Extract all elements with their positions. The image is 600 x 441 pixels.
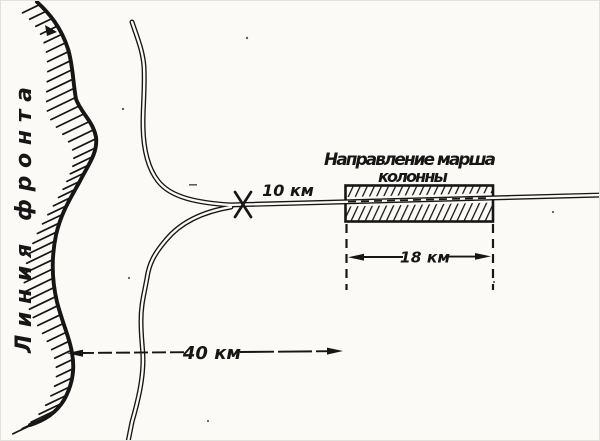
roads-casing bbox=[125, 19, 599, 440]
front-hatch-stroke bbox=[69, 164, 88, 175]
front-hatch-stroke bbox=[72, 156, 93, 168]
front-hatch-stroke bbox=[45, 78, 73, 93]
front-line-label: Линия фронта bbox=[12, 87, 37, 354]
front-hatch-stroke bbox=[28, 240, 55, 255]
front-hatch-stroke bbox=[55, 368, 73, 378]
front-hatch-stroke bbox=[24, 278, 53, 293]
front-hatch-stroke bbox=[46, 60, 71, 73]
print-speckles bbox=[121, 36, 555, 423]
front-hatch-stroke bbox=[38, 403, 61, 416]
column-axis-dashed-line bbox=[347, 197, 492, 203]
front-hatch-stroke bbox=[28, 296, 56, 311]
front-hatch-stroke bbox=[55, 113, 84, 128]
front-hatch-stroke bbox=[34, 18, 52, 28]
front-hatch-stroke bbox=[47, 205, 66, 216]
front-hatch-stroke bbox=[53, 377, 72, 388]
front-hatch-stroke bbox=[43, 34, 62, 44]
road-upper-center bbox=[130, 20, 233, 207]
front-hatch-stroke bbox=[41, 323, 63, 335]
front-hatch-stroke bbox=[50, 105, 79, 121]
front-hatch-stroke bbox=[66, 173, 84, 183]
front-hatch-stroke bbox=[73, 147, 95, 160]
front-hatch-stroke bbox=[50, 386, 70, 397]
front-hatch-stroke bbox=[21, 4, 40, 14]
front-hatch-stroke bbox=[52, 197, 70, 207]
front-hatch-stroke bbox=[46, 69, 72, 83]
arrowhead-left-icon bbox=[67, 349, 83, 357]
arrowhead-right-icon bbox=[327, 347, 343, 355]
crossing-x-mark bbox=[233, 190, 253, 219]
arrowhead-right-icon bbox=[475, 253, 491, 260]
distance-40km-arrow bbox=[67, 347, 343, 357]
front-hatch-stroke bbox=[25, 250, 53, 265]
front-hatch-stroke bbox=[46, 97, 76, 112]
front-hatch-stroke bbox=[55, 359, 73, 369]
front-hatch-stroke bbox=[41, 214, 62, 225]
road-lower-center bbox=[127, 205, 233, 440]
front-hatch-stroke bbox=[57, 189, 75, 199]
road-lower bbox=[125, 204, 234, 440]
front-hatch-stroke bbox=[50, 340, 69, 351]
front-hatch-stroke bbox=[32, 231, 57, 245]
distance-10km-label: 10 км bbox=[262, 181, 314, 200]
front-hatch-stroke bbox=[25, 287, 54, 302]
front-hatch-stroke bbox=[32, 305, 58, 319]
front-hatch-stroke bbox=[36, 314, 61, 327]
front-hatch-stroke bbox=[45, 42, 66, 53]
front-line bbox=[28, 1, 99, 427]
distance-18km-label: 18 км bbox=[400, 249, 450, 267]
arrowhead-left-icon bbox=[348, 253, 364, 261]
march-direction-label-line1: Направление марша bbox=[324, 150, 496, 170]
front-hatch-stroke bbox=[62, 181, 80, 191]
front-hatch-stroke bbox=[46, 332, 66, 343]
road-upper bbox=[129, 19, 234, 208]
front-hatch-stroke bbox=[23, 268, 53, 284]
front-hatch-stroke bbox=[45, 88, 74, 103]
roads-centerline bbox=[127, 20, 599, 440]
front-hatch-stroke bbox=[36, 222, 59, 235]
distance-40km-label: 40 км bbox=[182, 343, 242, 364]
front-hatch-stroke bbox=[23, 259, 53, 274]
front-hatch-stroke bbox=[67, 129, 94, 143]
front-line-tick-mark bbox=[45, 25, 57, 36]
front-hatch-stroke bbox=[61, 121, 90, 136]
column-guide-lines bbox=[345, 224, 495, 290]
distance-18km-arrow bbox=[348, 253, 491, 261]
front-hatch-stroke bbox=[46, 51, 69, 63]
front-hatch-stroke bbox=[44, 395, 66, 407]
front-hatch-stroke bbox=[53, 349, 71, 360]
front-hatch-stroke bbox=[71, 138, 96, 151]
march-direction-label-line2: колонны bbox=[378, 167, 449, 186]
front-hatch-stroke bbox=[28, 11, 46, 21]
